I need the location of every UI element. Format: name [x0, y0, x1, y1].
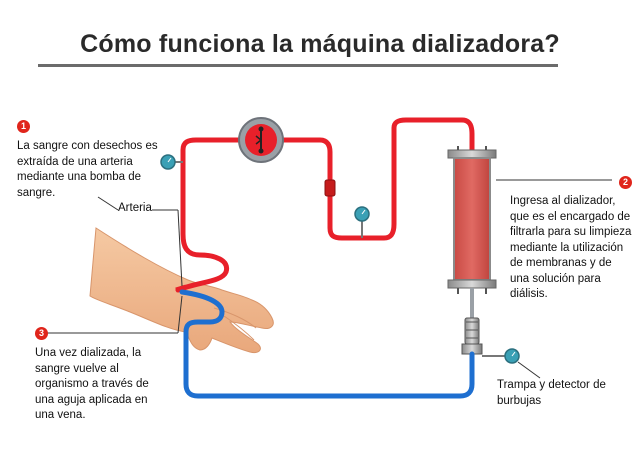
step3-leader-line [177, 295, 183, 334]
step-1-badge: 1 [17, 120, 30, 133]
pressure-gauge-icon [354, 206, 370, 238]
step-3-text: Una vez dializada, la sangre vuelve al o… [35, 347, 149, 421]
venous-line [179, 289, 475, 399]
step-2-badge: 2 [619, 176, 632, 189]
pressure-gauge-icon [160, 154, 183, 170]
step-1-text: La sangre con desechos es extraída de un… [17, 140, 158, 199]
line-connector-icon [324, 179, 336, 197]
dialyzer-icon [447, 146, 497, 294]
step-2-text: Ingresa al dializador, que es el encarga… [510, 195, 632, 300]
page-title: Cómo funciona la máquina dializadora? [80, 30, 560, 58]
artery-label: Arteria [118, 202, 152, 214]
artery-leader-line [97, 196, 119, 211]
title-underline [38, 64, 558, 67]
bubble-detector-gauge-icon [482, 348, 520, 364]
blood-pump-icon [238, 117, 284, 163]
red-connector [175, 284, 187, 293]
trap-leader-line [517, 361, 541, 379]
bubble-trap-label: Trampa y detector de burbujas [497, 379, 606, 407]
artery-leader-line [177, 209, 183, 287]
bubble-trap-icon [461, 317, 483, 355]
step-3-badge: 3 [35, 327, 48, 340]
arterial-line [175, 117, 475, 293]
